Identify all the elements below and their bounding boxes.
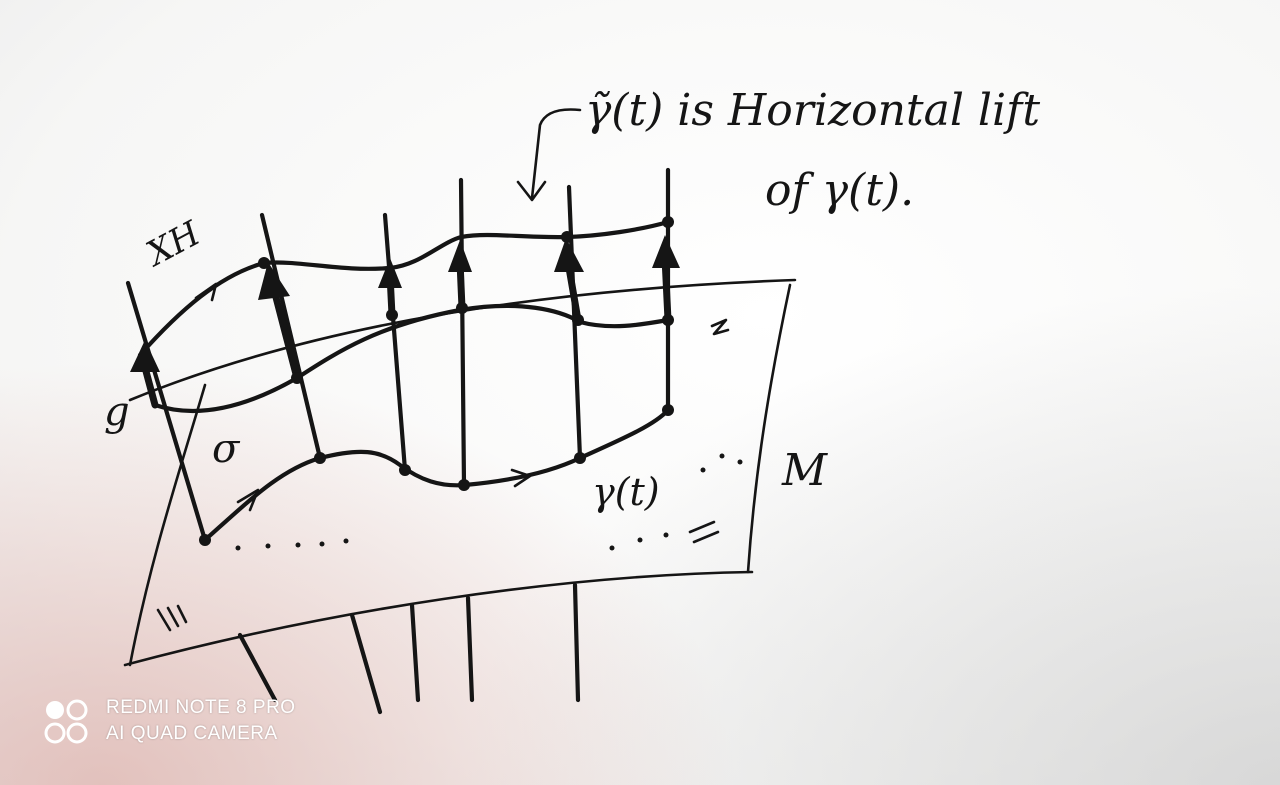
- camera-logo-icon: [44, 699, 88, 744]
- stray-dot: [609, 545, 615, 551]
- label-gamma: γ(t): [592, 470, 660, 514]
- stray-dot: [319, 541, 325, 547]
- vector-arrowhead-4: [448, 240, 472, 272]
- base-curve-arrow-1: [236, 488, 260, 512]
- base-curve-gamma: [202, 449, 583, 543]
- fiber-1: [125, 280, 208, 543]
- camera-watermark: REDMI NOTE 8 PRO AI QUAD CAMERA: [44, 695, 334, 751]
- stray-dot: [295, 542, 301, 548]
- fiber-below-4: [465, 595, 475, 703]
- point: [399, 464, 411, 476]
- label-sigma: σ: [212, 426, 241, 472]
- vector-arrow-6: [661, 254, 672, 324]
- base-curve-arrow-2: [510, 468, 532, 488]
- vector-arrow-2: [268, 278, 301, 382]
- annotation-pointer-arrow: [530, 108, 582, 200]
- label-xh: XH: [138, 213, 208, 276]
- point: [291, 372, 303, 384]
- point: [199, 534, 211, 546]
- section-sigma-curve: [152, 303, 671, 413]
- vector-arrowhead-3: [378, 258, 402, 288]
- fiber-below-5: [572, 582, 581, 703]
- stray-dot: [719, 453, 725, 459]
- stray-dot: [265, 543, 271, 549]
- watermark-model: REDMI NOTE 8 PRO: [106, 697, 296, 718]
- fiber-below-2: [349, 612, 383, 715]
- fiber-below-3: [409, 602, 421, 703]
- vector-arrowhead-1: [130, 340, 160, 372]
- point: [561, 231, 573, 243]
- tick-marks: [710, 318, 730, 336]
- horizontal-lift-curve: [137, 219, 671, 358]
- point: [258, 257, 270, 269]
- tick-marks: [156, 604, 188, 632]
- annotation-line2: of γ(t).: [765, 165, 914, 216]
- annotation-line1: γ̃(t) is Horizontal lift: [585, 85, 1040, 136]
- vector-arrowhead-6: [652, 235, 680, 268]
- point: [662, 216, 674, 228]
- fiber-2: [259, 212, 323, 461]
- stray-dot: [737, 459, 743, 465]
- vector-arrowhead-2: [258, 262, 290, 300]
- lift-curve-arrow: [194, 282, 218, 302]
- stray-dot: [235, 545, 241, 551]
- manifold-left-edge: [128, 383, 207, 667]
- point: [386, 309, 398, 321]
- fiber-4: [458, 177, 467, 488]
- vector-arrowhead-5: [554, 238, 584, 272]
- manifold-right-edge: [746, 283, 792, 574]
- watermark-camera: AI QUAD CAMERA: [106, 723, 278, 744]
- point: [458, 479, 470, 491]
- annotation-pointer-head: [516, 180, 547, 202]
- stray-dot: [637, 537, 643, 543]
- point: [662, 314, 674, 326]
- tick-marks: [688, 520, 720, 544]
- point: [574, 452, 586, 464]
- point: [314, 452, 326, 464]
- manifold-bottom-edge: [123, 570, 754, 667]
- fiber-below-1: [237, 632, 278, 703]
- point: [572, 314, 584, 326]
- section-sigma-connector: [577, 407, 671, 461]
- label-g: g: [104, 389, 130, 435]
- stray-dot: [700, 467, 706, 473]
- label-m: M: [781, 445, 828, 496]
- point: [456, 302, 468, 314]
- stray-dot: [663, 532, 669, 538]
- fiber-3: [382, 212, 408, 473]
- point: [662, 404, 674, 416]
- stray-dot: [343, 538, 349, 544]
